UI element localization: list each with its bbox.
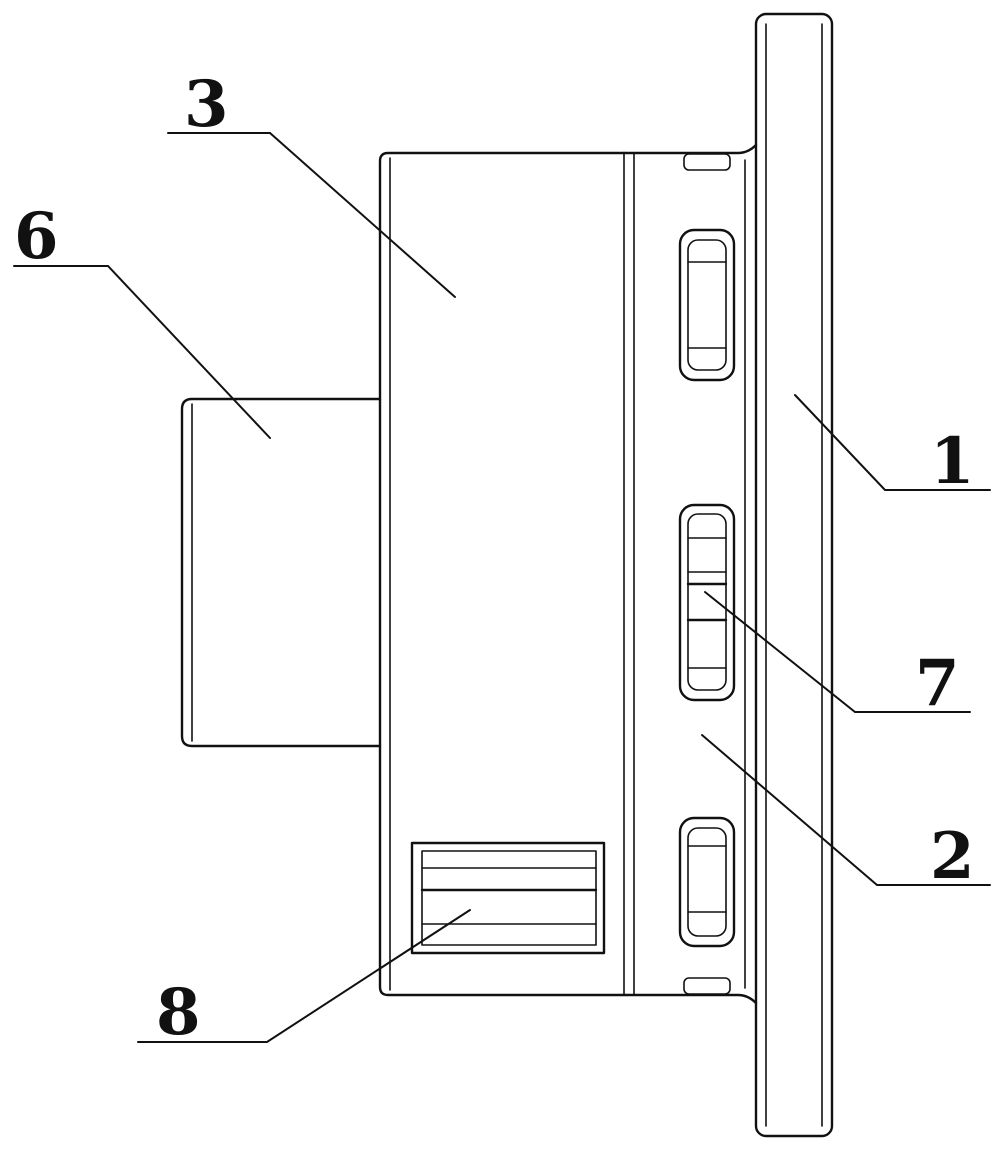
part-2-ring	[622, 143, 758, 1005]
label-8: 8	[156, 975, 201, 1050]
reference-numerals: 3 6 1 7 2 8	[14, 67, 975, 1050]
part-8-latch-window	[410, 841, 606, 955]
label-6: 6	[14, 199, 59, 274]
leader-6	[13, 265, 271, 439]
part-1-flange-plate	[754, 12, 834, 1138]
part-3-main-body	[378, 151, 626, 997]
label-1: 1	[930, 424, 975, 499]
slot-upper	[678, 228, 736, 382]
leader-3	[167, 132, 456, 298]
part-6-cylinder	[180, 397, 382, 748]
part-7-slot-middle	[678, 503, 736, 702]
label-2: 2	[930, 819, 975, 894]
label-7: 7	[915, 646, 960, 721]
leader-2	[701, 734, 991, 886]
leader-8	[137, 909, 471, 1043]
label-3: 3	[184, 67, 229, 142]
leader-1	[794, 394, 991, 491]
leader-lines	[13, 132, 991, 1043]
slot-lower	[678, 816, 736, 948]
leader-7	[704, 591, 971, 713]
